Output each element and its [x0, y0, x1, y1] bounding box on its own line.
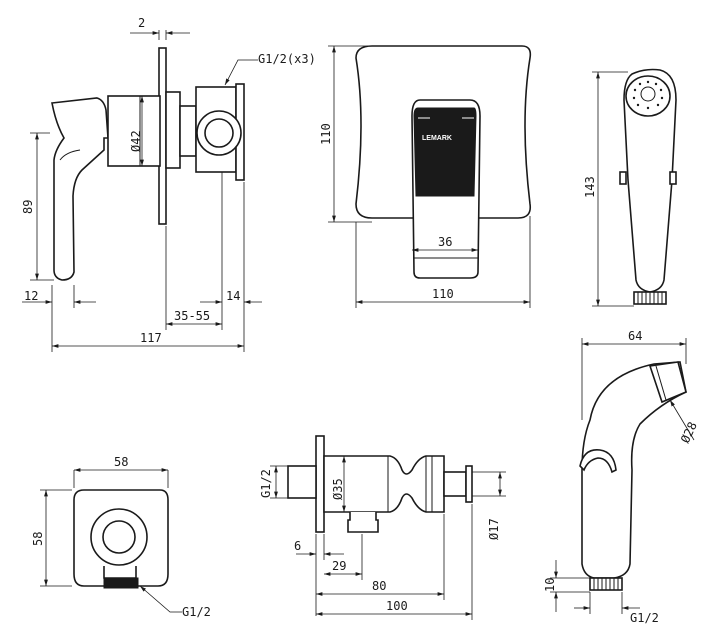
elbow-front-outlet-thread	[103, 577, 139, 589]
dim-elbow-width-label: 58	[114, 455, 128, 469]
elbow-front-thread-leader	[139, 585, 182, 613]
dim-elbow-height-label: 58	[31, 532, 45, 546]
mixer-handle-edge	[59, 149, 81, 161]
dim-sprayer-thread-length-label: 10	[543, 578, 557, 592]
mixer-side-view: G1/2(x3) 2 Ø42 89 12 35-55 14 117	[21, 16, 316, 352]
sprayer-front-body	[623, 68, 677, 293]
dim-handle-offset-label: 12	[24, 289, 38, 303]
dim-elbow-plate-label: 6	[294, 539, 301, 553]
dim-handle-width-label: 36	[438, 235, 452, 249]
mixer-outlet-ring-inner	[204, 118, 234, 148]
dim-elbow-body-length-label: 80	[372, 579, 386, 593]
dim-knob-diameter-label: Ø17	[487, 518, 501, 540]
dim-plate-ext	[158, 30, 167, 40]
elbow-side-view: G1/2 Ø35 Ø17 6 29 80 100	[259, 435, 506, 620]
dim-sprayer-side-length-ext	[581, 338, 687, 420]
elbow-front-outlet	[103, 566, 137, 579]
sprayer-side-thread-lines	[593, 578, 619, 590]
sprayer-side-head	[648, 361, 687, 404]
mixer-cartridge-body	[107, 95, 161, 167]
dim-sprayer-length-label: 143	[583, 176, 597, 198]
dim-sprayer-side-length-label: 64	[628, 329, 642, 343]
dim-elbow-total-length-label: 100	[386, 599, 408, 613]
dim-elbow-body-diameter-label: Ø35	[331, 478, 345, 500]
elbow-side-body	[323, 455, 445, 513]
dim-front-width-label: 110	[432, 287, 454, 301]
dim-front-width-ext	[355, 216, 531, 308]
sprayer-side-button-left	[619, 171, 627, 185]
mixer-thread-label: G1/2(x3)	[258, 52, 316, 66]
dim-body-diameter-label: Ø42	[129, 130, 143, 152]
dim-handle-height-label: 89	[21, 200, 35, 214]
mixer-flange	[165, 91, 181, 169]
dim-sprayer-head-diameter-label: Ø28	[678, 420, 700, 446]
elbow-side-knob	[465, 465, 473, 503]
mixer-handle	[51, 97, 109, 281]
dim-depth-ext	[165, 172, 245, 352]
elbow-side-knob-stem	[443, 471, 467, 497]
elbow-side-plate	[315, 435, 325, 533]
elbow-front-ring-inner	[102, 520, 136, 554]
sprayer-side-thread-label: G1/2	[630, 611, 659, 625]
sprayer-side-head-ring	[655, 365, 667, 401]
dim-elbow-plate-ext	[315, 534, 325, 616]
dim-sprayer-head-diameter-leader	[669, 399, 695, 441]
dim-plate-thickness-label: 2	[138, 16, 145, 30]
elbow-side-body-lines	[387, 456, 433, 512]
sprayer-nozzle-center	[640, 86, 656, 102]
sprayer-thread-lines	[637, 292, 663, 304]
dim-sprayer-thread-ext	[589, 592, 623, 614]
dim-outlet-depth-label: 14	[226, 289, 240, 303]
mixer-front-view: LEMARK 110 36 110	[319, 45, 532, 308]
dim-inlet-thread-ext	[270, 465, 288, 499]
sprayer-head-face	[625, 75, 671, 117]
dim-handle-offset-ext	[51, 285, 75, 352]
dim-total-length-label: 117	[140, 331, 162, 345]
sprayer-side-button-right	[669, 171, 677, 185]
sprayer-side-lever	[579, 449, 617, 474]
elbow-front-view: 58 58 G1/2	[31, 455, 211, 619]
dim-handle-height-ext	[30, 132, 54, 281]
dim-elbow-width-ext	[73, 470, 169, 488]
sprayer-side-body	[581, 361, 687, 579]
mixer-brand-logo: LEMARK	[422, 135, 452, 142]
dim-front-height-label: 110	[319, 123, 333, 145]
mixer-thread-leader	[224, 59, 258, 86]
dim-outlet-offset-label: 29	[332, 559, 346, 573]
mixer-body-neck	[179, 105, 197, 157]
dim-wall-depth-label: 35-55	[174, 309, 210, 323]
dim-inlet-thread-label: G1/2	[259, 469, 273, 498]
sprayer-front-view: 143	[583, 68, 677, 307]
elbow-side-outlet	[347, 512, 379, 533]
dim-knob-diameter-ext	[472, 471, 506, 497]
sprayer-nozzle-holes	[632, 80, 664, 110]
elbow-side-inlet-thread	[287, 465, 317, 499]
mixer-front-handle-dark	[413, 107, 477, 197]
elbow-front-thread-label: G1/2	[182, 605, 211, 619]
sprayer-side-view: 64 Ø28 10 G1/2	[543, 329, 700, 625]
